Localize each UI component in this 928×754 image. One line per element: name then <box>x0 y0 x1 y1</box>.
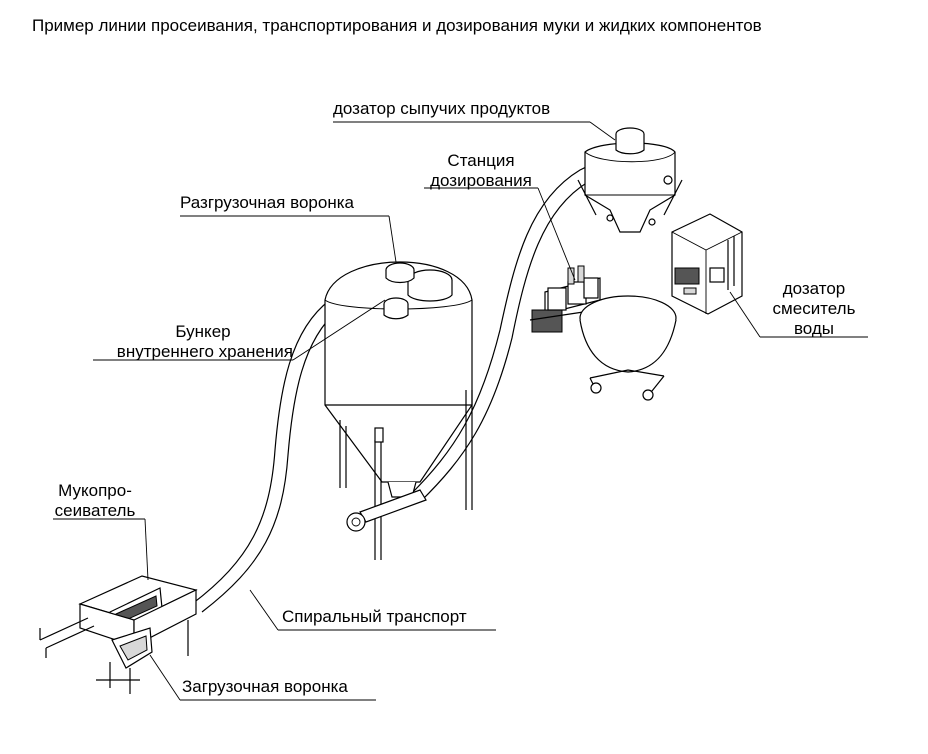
loading-funnel <box>111 627 153 669</box>
label-water-doser-line-3: воды <box>793 319 835 338</box>
water-doser-mixer <box>671 213 743 315</box>
leader-spiral-conveyor <box>249 589 496 631</box>
label-storage-bin-line-2: внутреннего хранения <box>116 342 293 361</box>
leader-water-doser <box>729 291 868 338</box>
label-storage-bin: Бункер внутреннего хранения <box>93 322 293 362</box>
leader-storage-bin <box>93 299 386 361</box>
leader-bulk-doser <box>333 121 616 141</box>
flour-sifter <box>39 575 198 694</box>
label-dosing-station: Станция дозирования <box>424 151 538 191</box>
leader-station <box>424 187 576 281</box>
label-spiral-conveyor: Спиральный транспорт <box>282 607 467 626</box>
label-dosing-station-line-1: Станция <box>447 151 515 170</box>
mixing-bowl <box>579 295 677 401</box>
label-water-doser-line-1: дозатор <box>782 279 846 298</box>
leader-discharge-funnel <box>180 215 397 263</box>
dosing-station <box>529 265 611 333</box>
label-water-doser-line-2: смеситель <box>772 299 856 318</box>
leader-sifter <box>53 518 149 581</box>
label-water-doser: дозатор смеситель воды <box>760 279 868 339</box>
diagram-title: Пример линии просеивания, транспортирова… <box>32 16 762 35</box>
label-sifter: Мукопро- сеиватель <box>40 481 150 521</box>
label-sifter-line-1: Мукопро- <box>58 481 132 500</box>
label-dosing-station-line-2: дозирования <box>430 171 532 190</box>
label-storage-bin-line-1: Бункер <box>175 322 231 341</box>
label-bulk-doser: дозатор сыпучих продуктов <box>333 99 551 118</box>
leader-loading-funnel <box>149 654 376 701</box>
storage-bin-silo <box>324 261 473 560</box>
bulk-doser <box>577 127 683 233</box>
label-sifter-line-2: сеиватель <box>54 501 136 520</box>
label-discharge-funnel: Разгрузочная воронка <box>180 193 354 212</box>
label-loading-funnel: Загрузочная воронка <box>182 677 348 696</box>
